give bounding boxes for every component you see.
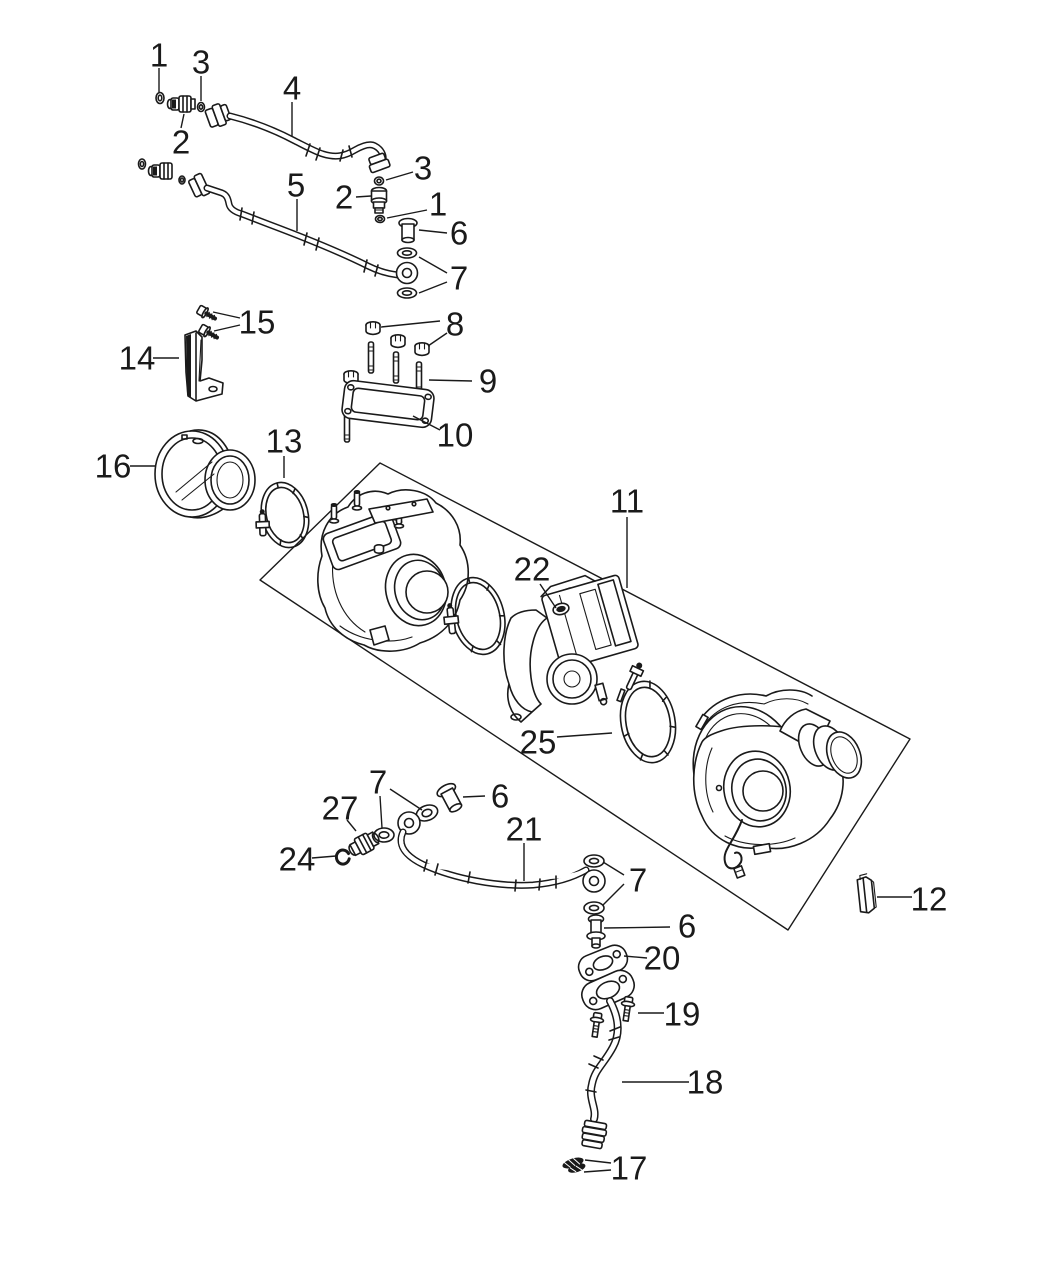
callout-12-label: 12	[911, 881, 948, 918]
callout-6-label: 6	[450, 215, 468, 252]
callout-1-label: 1	[150, 37, 168, 74]
fitting-part2-right	[370, 186, 388, 214]
callout-13-label: 13	[266, 423, 303, 460]
callout-15-leader	[212, 311, 241, 319]
callout-3-leader	[385, 171, 414, 181]
callout-9-leader	[428, 379, 473, 382]
callout-7-label: 7	[450, 260, 468, 297]
o-ring-part3-top	[196, 101, 206, 113]
callout-1-leader	[386, 209, 428, 219]
callout-20-label: 20	[644, 940, 681, 977]
coolant-tube-part5	[187, 172, 419, 285]
callout-15-leader	[213, 324, 241, 332]
callout-6-label: 6	[678, 908, 696, 945]
snap-ring-part24	[334, 848, 351, 866]
bolt-part19-b	[589, 1011, 605, 1038]
gasket-part10	[341, 379, 435, 429]
callout-7-leader	[418, 256, 448, 274]
callout-24-label: 24	[279, 841, 316, 878]
callout-7-leader	[602, 883, 625, 906]
callout-6-label: 6	[491, 778, 509, 815]
callout-27-leader	[346, 819, 357, 832]
callout-6-leader	[418, 229, 448, 234]
callout-7-leader	[418, 281, 448, 294]
callout-6-leader	[462, 795, 486, 798]
callout-3-label: 3	[192, 44, 210, 81]
sealing-washer-part7-e	[583, 854, 605, 868]
callout-6-leader	[603, 926, 671, 929]
callout-2-label: 2	[172, 124, 190, 161]
hose-clamp-part17	[562, 1157, 586, 1173]
banjo-bolt-part6-c	[586, 914, 606, 949]
o-ring-part1-top	[155, 91, 165, 105]
callout-17-leader	[583, 1169, 612, 1173]
callout-8-leader	[380, 320, 441, 328]
callout-24-leader	[311, 855, 337, 859]
fitting-left2	[147, 162, 173, 180]
callout-19-label: 19	[664, 996, 701, 1033]
turbine-housing-left	[317, 489, 470, 652]
callout-7-leader	[602, 861, 625, 876]
sealing-washer-part7-lower	[396, 287, 418, 299]
o-ring-left2	[137, 158, 147, 170]
o-ring-left3	[178, 175, 186, 185]
callout-17-leader	[584, 1159, 612, 1164]
heat-shield-part16	[154, 429, 256, 519]
callout-3-label: 3	[414, 150, 432, 187]
callout-11-label: 11	[610, 483, 644, 520]
callout-2-leader	[180, 113, 185, 129]
bolt-part19-a	[620, 995, 636, 1022]
coolant-tube-part4	[204, 103, 391, 174]
bolt-part15-a	[196, 304, 217, 321]
callout-10-leader	[412, 415, 441, 431]
bracket-part12	[856, 873, 877, 914]
callout-5-label: 5	[287, 167, 305, 204]
callout-22-label: 22	[514, 551, 551, 588]
callout-25-label: 25	[520, 724, 557, 761]
callout-9-label: 9	[479, 363, 497, 400]
sealing-washer-part7-upper	[396, 247, 418, 259]
bracket-part14	[184, 330, 224, 402]
v-band-clamp-part25	[616, 662, 677, 764]
callout-2-label: 2	[335, 179, 353, 216]
sealing-washer-part7-f	[583, 901, 605, 915]
banjo-bolt-part6-upper	[398, 217, 418, 244]
callout-1-label: 1	[429, 186, 447, 223]
oil-supply-tube-part21	[397, 811, 606, 893]
callout-20-leader	[623, 955, 648, 959]
fitting-part2-top	[166, 95, 196, 113]
callout-2-leader	[355, 195, 372, 198]
callout-18-label: 18	[687, 1064, 724, 1101]
callout-8-label: 8	[446, 306, 464, 343]
callout-4-label: 4	[283, 70, 301, 107]
callout-10-label: 10	[437, 417, 474, 454]
actuator-section-part22	[503, 574, 639, 723]
callout-7-label: 7	[369, 764, 387, 801]
bolt-part15-b	[198, 323, 219, 340]
callout-27-label: 27	[322, 790, 359, 827]
sealing-washer-part7-c	[373, 827, 395, 843]
callout-14-label: 14	[119, 340, 156, 377]
o-ring-part3-right	[373, 176, 385, 186]
callout-7-leader	[379, 795, 383, 829]
v-band-clamp-part13	[255, 481, 310, 549]
callout-17-label: 17	[611, 1150, 648, 1187]
callout-8-leader	[427, 332, 448, 347]
assembly-boundary-box	[259, 462, 911, 931]
callout-25-leader	[556, 732, 613, 738]
callout-7-leader	[389, 788, 423, 811]
v-band-clamp-mid	[443, 576, 506, 656]
callout-7-label: 7	[629, 862, 647, 899]
callout-22-leader	[539, 583, 557, 609]
callout-21-label: 21	[506, 811, 543, 848]
compressor-housing-right	[692, 689, 863, 879]
callout-16-label: 16	[95, 448, 132, 485]
fitting-part27	[348, 831, 380, 857]
callout-15-label: 15	[239, 304, 276, 341]
oil-drain-tube-part18	[581, 969, 635, 1150]
banjo-bolt-part6-b	[436, 782, 463, 813]
o-ring-part1-right	[374, 214, 386, 224]
